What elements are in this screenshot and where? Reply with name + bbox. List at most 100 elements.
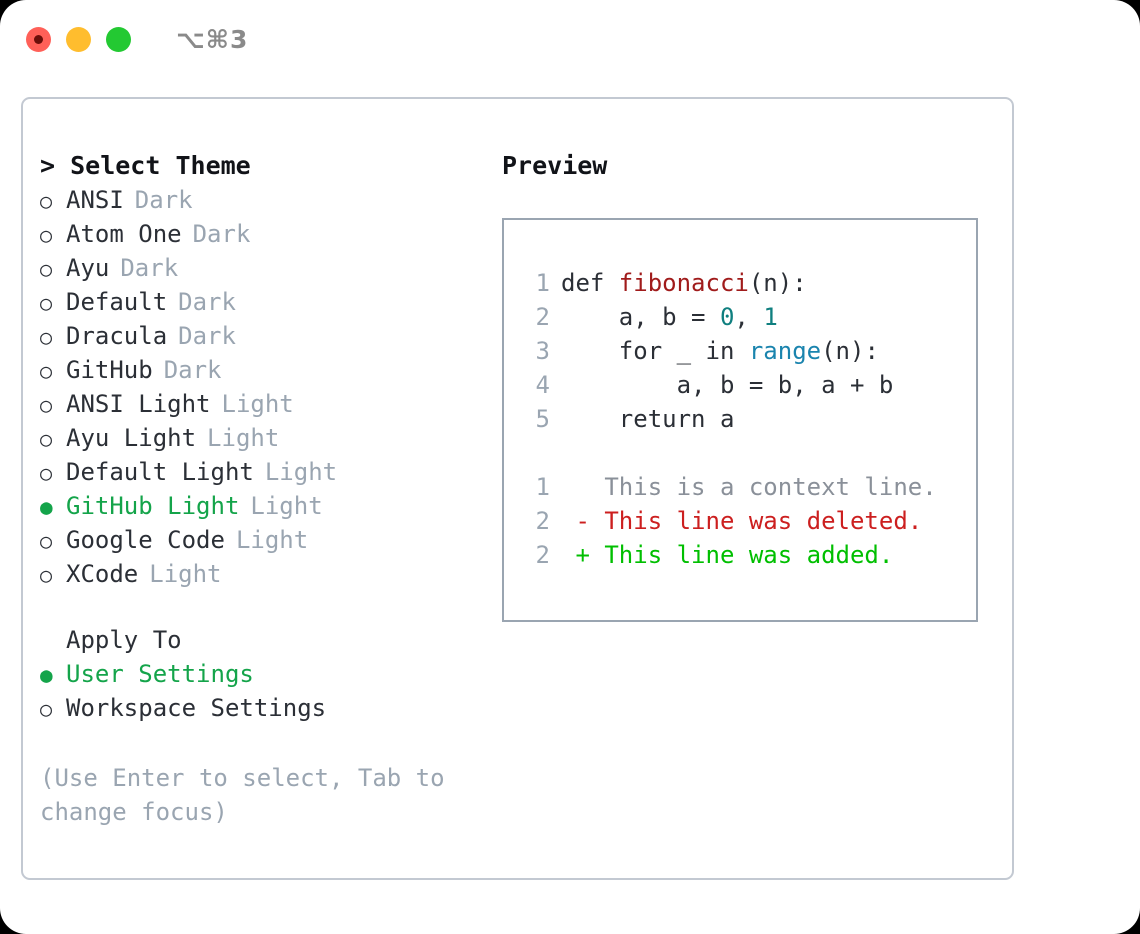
code-line: 1 def fibonacci(n):	[524, 266, 972, 300]
theme-list-item[interactable]: ○ Dracula Dark	[40, 319, 490, 353]
radio-unselected-icon[interactable]: ○	[40, 461, 53, 485]
apply-to-list[interactable]: ●User Settings○Workspace Settings	[40, 657, 490, 725]
theme-name: GitHub	[66, 356, 153, 384]
code-token: This is a context line.	[561, 473, 937, 501]
theme-name: ANSI	[66, 186, 124, 214]
theme-variant-badge: Light	[207, 424, 280, 452]
theme-variant-badge: Light	[149, 560, 222, 588]
code-line: 3 for _ in range(n):	[524, 334, 972, 368]
line-number: 2	[535, 303, 550, 331]
keyboard-shortcut-label: ⌥⌘3	[176, 24, 249, 54]
line-number: 1	[535, 269, 550, 297]
code-line-text: a, b = b, a + b	[561, 368, 894, 402]
apply-to-option[interactable]: ○Workspace Settings	[40, 691, 490, 725]
code-line-text: + This line was added.	[561, 538, 893, 572]
code-line: 2 a, b = 0, 1	[524, 300, 972, 334]
theme-name: XCode	[66, 560, 139, 588]
code-line: 4 a, b = b, a + b	[524, 368, 972, 402]
theme-list-item[interactable]: ○ GitHub Dark	[40, 353, 490, 387]
code-token: a, b =	[561, 303, 720, 331]
theme-name: GitHub Light	[66, 492, 240, 520]
radio-unselected-icon[interactable]: ○	[40, 325, 53, 349]
zoom-button[interactable]	[106, 26, 131, 52]
code-token: (n):	[821, 337, 879, 365]
code-token: range	[748, 337, 822, 365]
theme-list-item[interactable]: ○ Ayu Light Light	[40, 421, 490, 455]
code-token: 1	[763, 303, 778, 331]
theme-list-item[interactable]: ○ Default Light Light	[40, 455, 490, 489]
line-number: 1	[535, 473, 550, 501]
code-line-text: a, b = 0, 1	[561, 300, 778, 334]
theme-name: Atom One	[66, 220, 182, 248]
code-line: 2 - This line was deleted.	[524, 504, 972, 538]
radio-unselected-icon[interactable]: ○	[40, 189, 53, 213]
close-button[interactable]	[26, 26, 51, 52]
apply-to-heading: Apply To	[66, 626, 182, 654]
theme-list-item[interactable]: ○ Google Code Light	[40, 523, 490, 557]
radio-unselected-icon[interactable]: ○	[40, 223, 53, 247]
code-line: 1 This is a context line.	[524, 470, 972, 504]
radio-unselected-icon[interactable]: ○	[40, 291, 53, 315]
theme-variant-badge: Light	[250, 492, 323, 520]
code-line-text: def fibonacci(n):	[561, 266, 807, 300]
theme-list-item[interactable]: ○ Default Dark	[40, 285, 490, 319]
line-number: 5	[535, 405, 550, 433]
theme-list-item[interactable]: ○ XCode Light	[40, 557, 490, 591]
radio-selected-icon[interactable]: ●	[40, 495, 53, 519]
radio-unselected-icon[interactable]: ○	[40, 529, 53, 553]
radio-unselected-icon[interactable]: ○	[40, 427, 53, 451]
radio-unselected-icon[interactable]: ○	[40, 359, 53, 383]
code-token: return a	[561, 405, 735, 433]
code-line: 5 return a	[524, 402, 972, 436]
code-token: - This line was deleted.	[561, 507, 923, 535]
theme-name: Ayu	[66, 254, 110, 282]
radio-unselected-icon[interactable]: ○	[40, 257, 53, 281]
code-line-text: - This line was deleted.	[561, 504, 922, 538]
code-token: a, b = b, a + b	[561, 371, 894, 399]
code-spacer	[524, 436, 972, 470]
select-theme-heading: > Select Theme	[40, 151, 251, 180]
theme-name: Default Light	[66, 458, 254, 486]
theme-name: Google Code	[66, 526, 225, 554]
theme-name: Ayu Light	[66, 424, 197, 452]
theme-variant-badge: Light	[264, 458, 338, 486]
code-token: (n):	[748, 269, 807, 297]
radio-unselected-icon[interactable]: ○	[40, 697, 53, 721]
line-number: 4	[535, 371, 550, 399]
code-token: 0	[719, 303, 735, 331]
apply-to-option[interactable]: ●User Settings	[40, 657, 490, 691]
line-number: 2	[535, 541, 550, 569]
theme-list-item[interactable]: ● GitHub Light Light	[40, 489, 490, 523]
theme-variant-badge: Dark	[163, 356, 222, 384]
code-line-text: for _ in range(n):	[561, 334, 879, 368]
theme-variant-badge: Dark	[178, 322, 236, 350]
theme-list-item[interactable]: ○ Atom One Dark	[40, 217, 490, 251]
radio-selected-icon[interactable]: ●	[40, 663, 53, 687]
title-bar: ⌥⌘3	[0, 0, 1140, 78]
preview-heading: Preview	[502, 151, 608, 180]
line-number: 2	[535, 507, 550, 535]
radio-unselected-icon[interactable]: ○	[40, 393, 53, 417]
theme-variant-badge: Light	[235, 526, 309, 554]
diff-sample: 1 This is a context line.2 - This line w…	[524, 470, 972, 572]
minimize-button[interactable]	[66, 26, 91, 52]
radio-unselected-icon[interactable]: ○	[40, 563, 53, 587]
code-line-text: This is a context line.	[561, 470, 937, 504]
theme-name: Dracula	[66, 322, 168, 350]
theme-name: Default	[66, 288, 168, 316]
keyboard-hint: (Use Enter to select, Tab to change focu…	[40, 764, 460, 826]
theme-variant-badge: Dark	[192, 220, 251, 248]
code-token: def	[561, 269, 619, 297]
theme-variant-badge: Light	[221, 390, 294, 418]
theme-variant-badge: Dark	[178, 288, 236, 316]
code-line-text: return a	[561, 402, 735, 436]
